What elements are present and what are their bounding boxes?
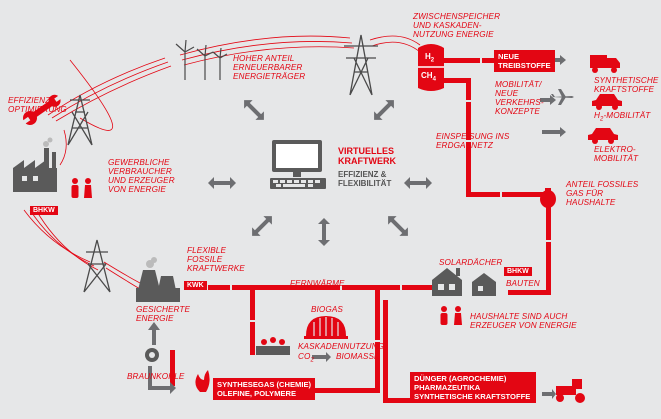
h2-mob-text: H: [594, 111, 601, 120]
plants-icon: [256, 337, 290, 355]
arrow-bl-icon: [252, 216, 272, 236]
label-kaskade: KASKADENNUTZUNG: [298, 342, 385, 351]
car-icon: [592, 94, 622, 110]
pylon-left-icon: [83, 239, 111, 293]
box-synthesegas: SYNTHESEGAS (CHEMIE) OLEFINE, POLYMERE: [213, 378, 316, 400]
gas-tank-icon: [540, 188, 556, 208]
arrow-up-icon: [148, 322, 160, 345]
factory-icon: [13, 137, 57, 192]
gas-ch4-label: CH4: [421, 71, 436, 83]
arrow-tr-icon: [374, 100, 394, 120]
arrow-left-icon: [208, 177, 236, 189]
h2-mob-sub: 2: [600, 116, 604, 123]
arrow-co2-icon: [312, 352, 331, 362]
houses-icon: [432, 268, 496, 296]
gas-ch4-text: CH: [421, 71, 433, 80]
gas-h2-sub: 2: [430, 57, 435, 64]
label-gesichert: GESICHERTE ENERGIE: [136, 305, 191, 323]
label-synth-kraft: SYNTHETISCHE KRAFTSTOFFE: [594, 76, 659, 94]
label-gewerbe: GEWERBLICHE VERBRAUCHER UND ERZEUGER VON…: [108, 158, 175, 194]
wrench-icon: [21, 93, 64, 125]
co2-text: CO: [298, 352, 311, 361]
label-braunkohle: BRAUNKOHLE: [127, 372, 185, 381]
computer-icon: [270, 140, 326, 189]
label-biomasse: BIOMASSE: [336, 352, 380, 361]
label-elektro: ELEKTRO- MOBILITÄT: [594, 145, 639, 163]
label-mobilitaet: MOBILITÄT/ NEUE VERKEHRS- KONZEPTE: [495, 80, 544, 116]
center-subtitle: EFFIZIENZ & FLEXIBILITÄT: [338, 170, 392, 188]
gas-h2-label: H2: [425, 52, 434, 64]
arrow-br-icon: [388, 216, 408, 236]
label-biogas: BIOGAS: [311, 305, 343, 314]
arrow-tl-icon: [244, 100, 264, 120]
arrow-right-icon: [404, 177, 432, 189]
box-duenger: DÜNGER (AGROCHEMIE) PHARMAZEUTIKA SYNTHE…: [410, 372, 536, 403]
tag-bhkw-left: BHKW: [30, 206, 58, 215]
gas-storage-icon: [418, 44, 444, 91]
truck-icon: [590, 55, 620, 73]
arrow-tractor-icon: [542, 389, 556, 399]
label-h2-mob: H2-MOBILITÄT: [594, 111, 650, 125]
label-zwischenspeicher: ZWISCHENSPEICHER UND KASKADEN- NUTZUNG E…: [413, 12, 501, 39]
airplane-icon: [551, 89, 574, 105]
tag-kwk: KWK: [184, 281, 207, 290]
box-neue-treibstoffe: NEUE TREIBSTOFFE: [494, 50, 555, 72]
pylon-icons: [67, 34, 378, 293]
co2-sub: 2: [310, 357, 314, 364]
pylon-top-left-icon: [67, 94, 93, 146]
gas-ch4-sub: 4: [432, 76, 436, 83]
power-plant-icon: [136, 257, 180, 302]
label-fernwaerme: FERNWÄRME: [290, 279, 345, 288]
coal-wheel-icon: [145, 348, 159, 362]
label-co2: CO2: [298, 352, 314, 366]
arrow-bottom-icon: [318, 218, 330, 246]
household-people-icon: [440, 306, 462, 325]
people-icon: [71, 178, 92, 198]
label-effizienz: EFFIZIENZ- OPTIMIERUNG: [8, 96, 67, 114]
wind-turbines-icon: [175, 39, 228, 80]
tag-bhkw-right: BHKW: [504, 267, 532, 276]
label-einspeisung: EINSPEISUNG INS ERDGASNETZ: [436, 132, 510, 150]
label-flexible: FLEXIBLE FOSSILE KRAFTWERKE: [187, 246, 245, 273]
h2-mob-rest: -MOBILITÄT: [603, 111, 651, 120]
label-solar: SOLARDÄCHER: [439, 258, 503, 267]
tractor-icon: [556, 379, 585, 403]
flame-icon: [195, 370, 210, 392]
pylon-top-center-icon: [344, 34, 378, 96]
label-fossil: ANTEIL FOSSILES GAS FÜR HAUSHALTE: [566, 180, 639, 207]
electric-car-icon: [588, 128, 618, 144]
center-title: VIRTUELLES KRAFTWERK: [338, 146, 396, 166]
gas-h2-text: H: [425, 52, 431, 61]
label-haushalte: HAUSHALTE SIND AUCH ERZEUGER VON ENERGIE: [470, 312, 577, 330]
biogas-dome-stripes: [313, 317, 339, 336]
label-bauten: BAUTEN: [506, 279, 540, 288]
label-erneuerbar: HOHER ANTEIL ERNEUERBARER ENERGIETRÄGER: [233, 54, 306, 81]
arrow-coal-icon: [148, 366, 176, 394]
